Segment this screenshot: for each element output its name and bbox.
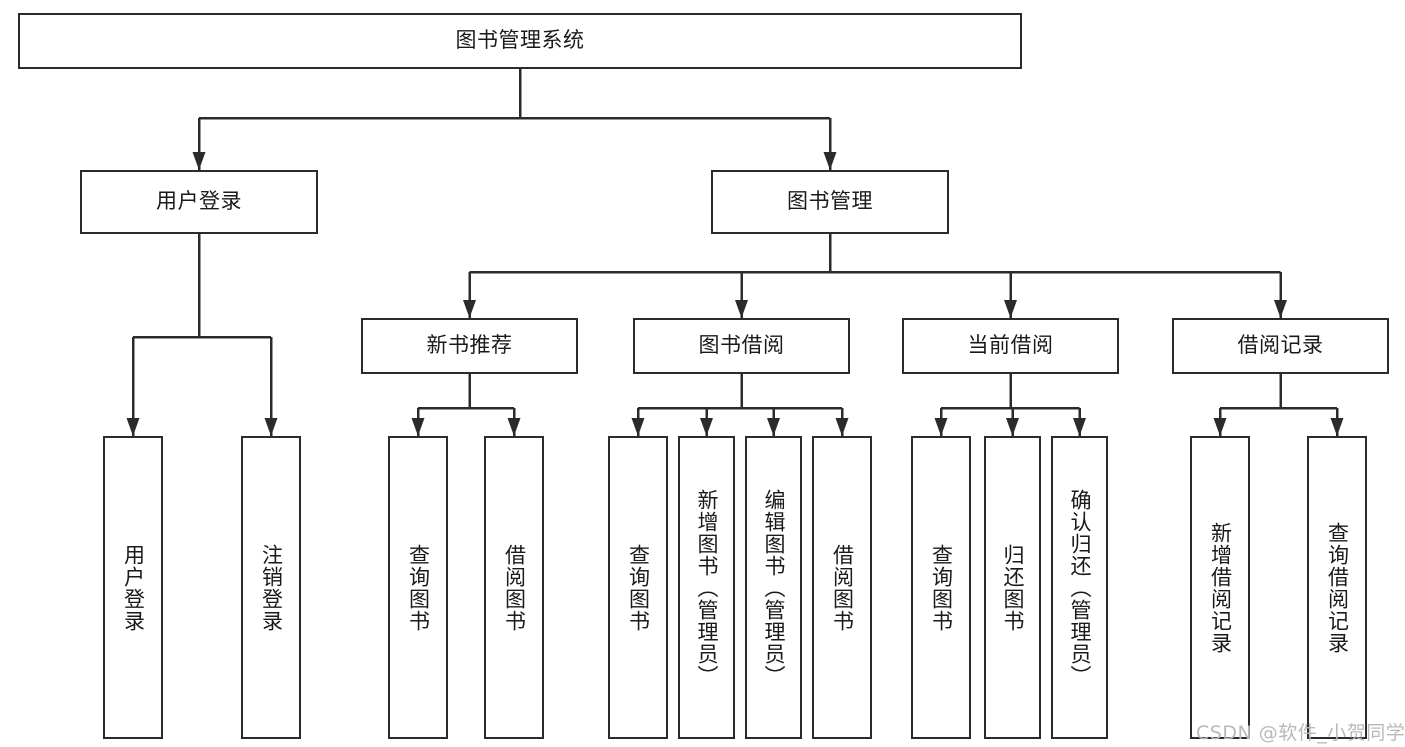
node-label: 查询借阅记录 (1325, 521, 1350, 654)
node-label: 新书推荐 (426, 333, 513, 358)
node-user-login[interactable]: 用户登录 (80, 170, 318, 234)
node-label: 确认归还（管理员） (1067, 488, 1092, 687)
node-borrow-record[interactable]: 借阅记录 (1172, 318, 1389, 374)
node-leaf-query-book-1[interactable]: 查询图书 (388, 436, 448, 739)
node-label: 图书管理系统 (455, 28, 585, 53)
node-label: 新增图书（管理员） (694, 488, 719, 687)
node-leaf-user-login[interactable]: 用户登录 (103, 436, 163, 739)
node-leaf-query-book-2[interactable]: 查询图书 (608, 436, 668, 739)
node-label: 图书管理 (787, 189, 873, 214)
node-current-borrow[interactable]: 当前借阅 (902, 318, 1119, 374)
node-label: 当前借阅 (967, 333, 1054, 358)
node-leaf-add-record[interactable]: 新增借阅记录 (1190, 436, 1250, 739)
node-label: 查询图书 (929, 543, 954, 632)
node-label: 查询图书 (626, 543, 651, 632)
node-leaf-borrow-book-1[interactable]: 借阅图书 (484, 436, 544, 739)
node-label: 用户登录 (121, 543, 146, 632)
node-leaf-confirm-return[interactable]: 确认归还（管理员） (1051, 436, 1108, 739)
node-new-book-recommend[interactable]: 新书推荐 (361, 318, 578, 374)
node-leaf-query-record[interactable]: 查询借阅记录 (1307, 436, 1367, 739)
node-book-management[interactable]: 图书管理 (711, 170, 949, 234)
node-label: 图书借阅 (698, 333, 785, 358)
node-label: 注销登录 (259, 543, 284, 632)
watermark: CSDN @软件_小贺同学 (1196, 722, 1405, 744)
node-leaf-query-book-3[interactable]: 查询图书 (911, 436, 971, 739)
node-label: 借阅图书 (830, 543, 855, 632)
node-label: 归还图书 (1000, 543, 1025, 632)
node-root[interactable]: 图书管理系统 (18, 13, 1022, 69)
node-label: 借阅图书 (502, 543, 527, 632)
node-leaf-logout[interactable]: 注销登录 (241, 436, 301, 739)
node-label: 查询图书 (406, 543, 431, 632)
node-label: 用户登录 (156, 189, 242, 214)
node-label: 新增借阅记录 (1208, 521, 1233, 654)
node-leaf-edit-book[interactable]: 编辑图书（管理员） (745, 436, 802, 739)
node-leaf-add-book[interactable]: 新增图书（管理员） (678, 436, 735, 739)
node-leaf-return-book[interactable]: 归还图书 (984, 436, 1041, 739)
node-leaf-borrow-book-2[interactable]: 借阅图书 (812, 436, 872, 739)
node-label: 编辑图书（管理员） (761, 488, 786, 687)
node-label: 借阅记录 (1237, 333, 1324, 358)
node-book-borrow[interactable]: 图书借阅 (633, 318, 850, 374)
